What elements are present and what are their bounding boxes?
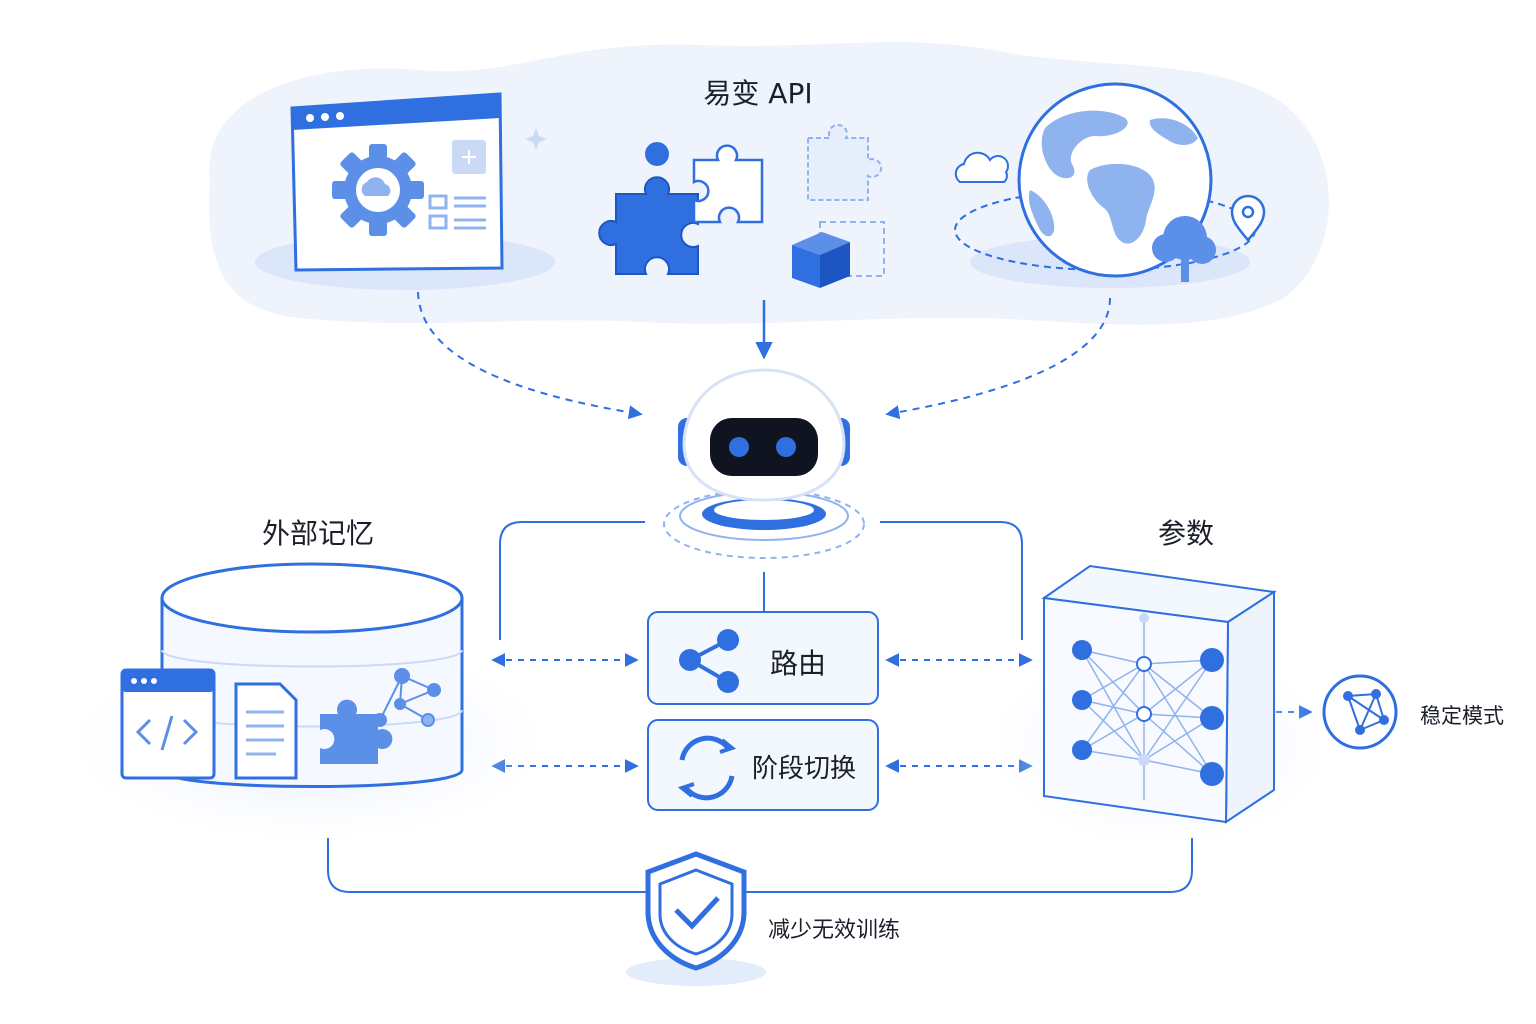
code-window-icon: [120, 668, 216, 780]
external-memory-title: 外部记忆: [262, 517, 375, 550]
share-icon: [679, 629, 739, 693]
cube-icon: [792, 221, 885, 288]
map-pin-icon: [1230, 194, 1266, 242]
neural-network-cube-icon: [990, 564, 1330, 848]
stable-patterns-label: 稳定模式: [1420, 704, 1504, 728]
routing-box: [647, 611, 879, 705]
parameters-title: 参数: [1158, 517, 1215, 550]
cycle-arrows-icon: [677, 735, 737, 801]
browser-gear-icon: [255, 92, 555, 290]
graph-icon: [373, 668, 441, 727]
document-icon: [234, 682, 298, 780]
phase-switch-label: 阶段切换: [752, 754, 857, 784]
phase-switch-box: [647, 719, 879, 811]
connector-lines: [499, 521, 1023, 640]
connector-right: [885, 297, 1111, 420]
puzzle-piece-icon: [320, 699, 393, 764]
reduce-training-label: 减少无效训练: [768, 918, 901, 943]
cloud-icon: [954, 151, 1009, 183]
volatile-api-title: 易变 API: [703, 77, 813, 110]
puzzle-icon: [598, 123, 883, 275]
stable-pattern-icon: [1322, 674, 1398, 750]
robot-icon: [663, 368, 865, 559]
connector-left: [417, 291, 643, 420]
shield-check-icon: [626, 851, 766, 986]
routing-label: 路由: [770, 647, 827, 680]
bottom-connector: [327, 838, 1193, 893]
tree-icon: [1152, 216, 1216, 282]
